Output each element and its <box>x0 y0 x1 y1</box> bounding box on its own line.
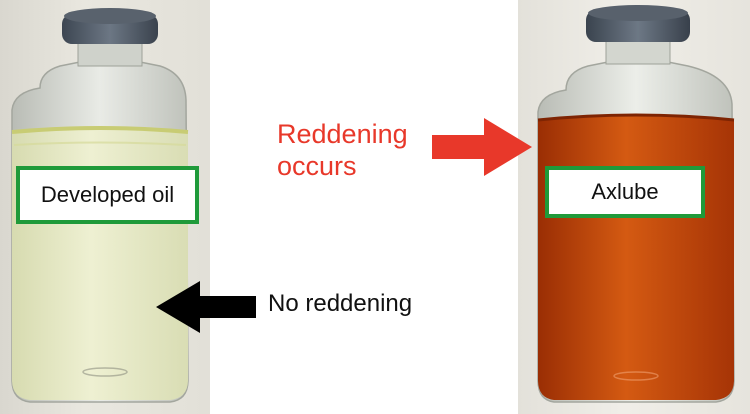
no-reddening-text: No reddening <box>268 290 413 317</box>
reddening-line-1: Reddening <box>277 119 408 149</box>
axlube-label: Axlube <box>545 166 705 218</box>
reddening-line-2: occurs <box>277 151 357 181</box>
developed-oil-label: Developed oil <box>16 166 199 224</box>
left-arrow-icon <box>156 281 256 333</box>
right-arrow-icon <box>432 118 532 176</box>
reddening-occurs-text: Reddening occurs <box>277 118 408 182</box>
developed-oil-label-text: Developed oil <box>40 182 175 207</box>
axlube-label-text: Axlube <box>591 179 659 204</box>
